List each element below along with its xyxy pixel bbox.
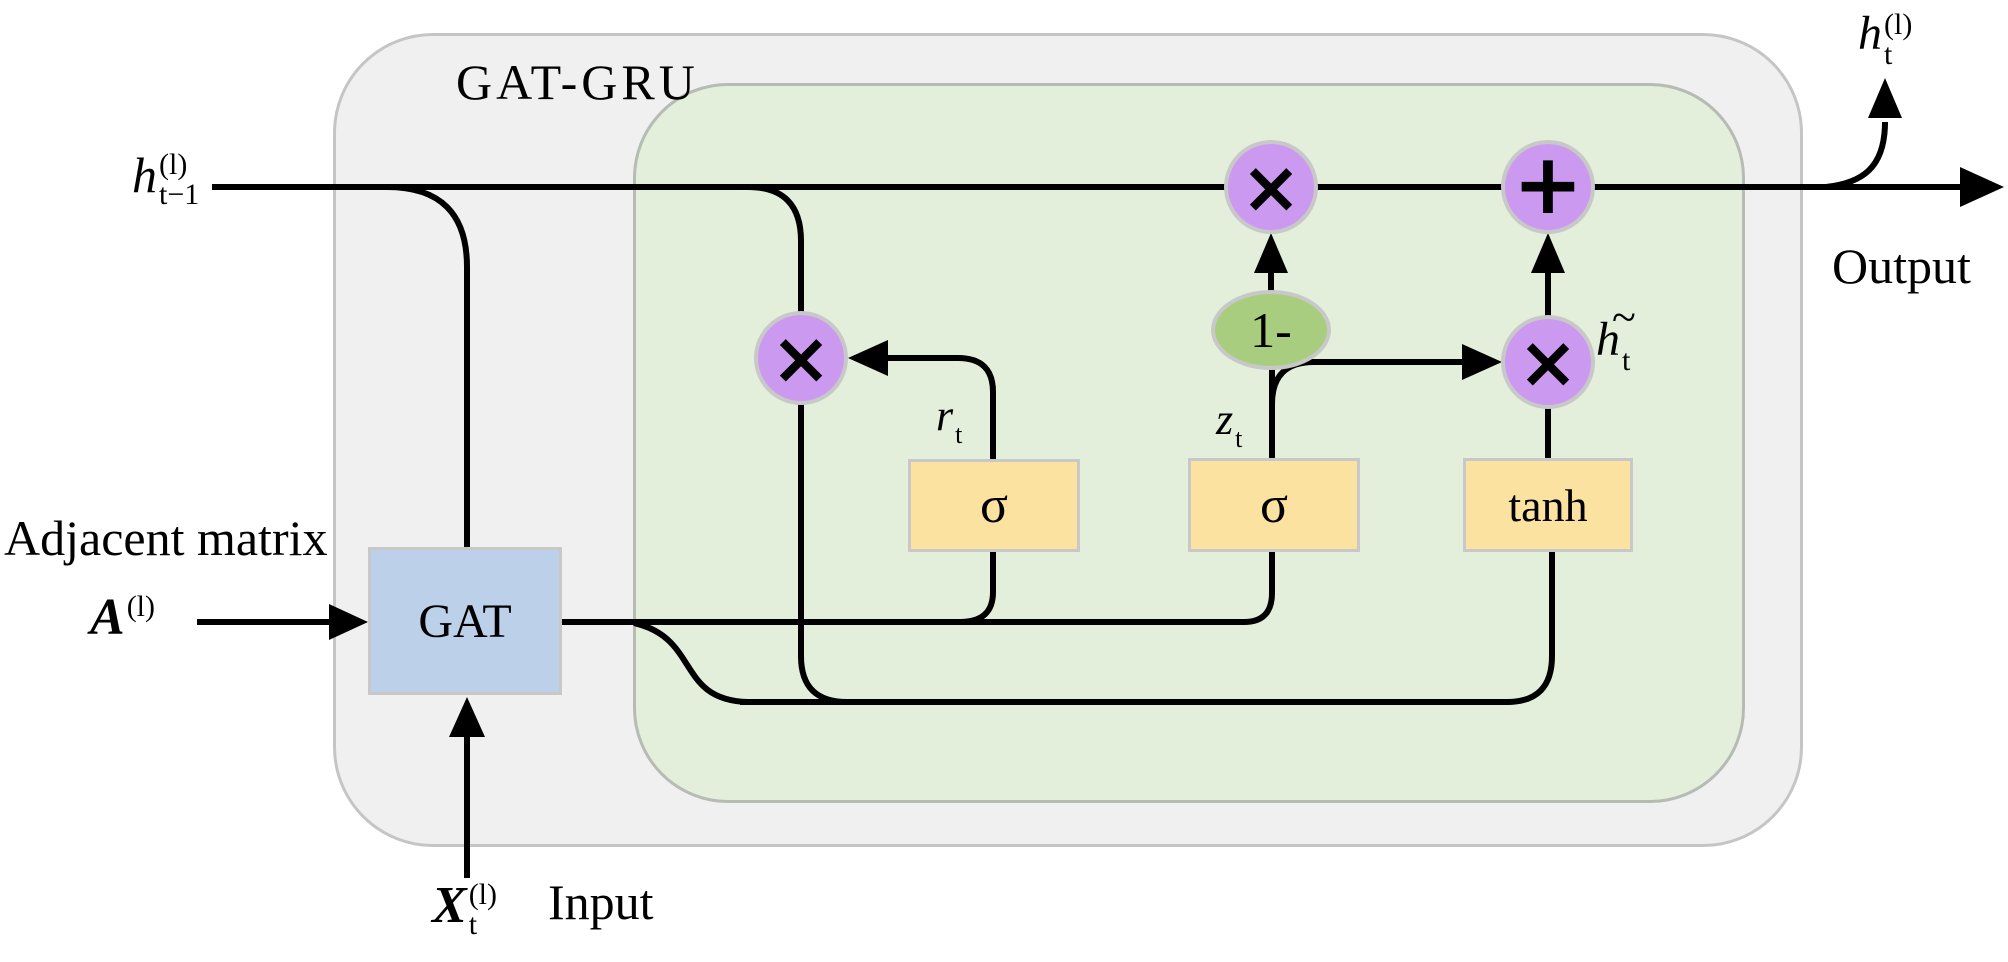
tanh-label: tanh <box>1508 479 1588 531</box>
one-minus-output <box>1254 233 1288 292</box>
adjacency-input-arrow <box>197 604 368 640</box>
output-branch <box>1825 78 1902 190</box>
multiply-icon: × <box>1240 145 1302 229</box>
h-out-base: h <box>1858 7 1882 60</box>
gat-to-reset-gate-branch <box>959 552 996 625</box>
hidden-state-line <box>212 167 2004 207</box>
reset-multiply-op: × <box>754 311 848 405</box>
x-arrowhead <box>449 697 485 737</box>
add-op: + <box>1501 135 1595 234</box>
input-label: Input <box>548 874 654 930</box>
multiply-icon: × <box>1517 320 1579 404</box>
update-gate-label: σ <box>1259 476 1289 534</box>
z-sub: t <box>1235 424 1243 453</box>
x-input-arrow <box>449 697 485 878</box>
tilde-accent: ~ <box>1612 293 1636 342</box>
one-minus-arrowhead <box>1254 233 1288 273</box>
r-base: r <box>936 391 954 440</box>
h-out-label: h (l) t <box>1858 10 1912 70</box>
gat-node: GAT <box>368 547 562 695</box>
branch-to-gat <box>386 184 470 547</box>
a-sup: (l) <box>126 590 156 623</box>
branch-to-mul1 <box>747 184 804 313</box>
mul3-arrowhead <box>1531 233 1565 273</box>
output-label: Output <box>1832 238 1971 294</box>
adjacent-matrix-label: Adjacent matrix <box>4 510 328 566</box>
gat-to-candidate-branch <box>633 620 749 705</box>
forget-multiply-op: × <box>1224 140 1318 234</box>
tanh-node: tanh <box>1463 458 1633 552</box>
reset-gate-output <box>848 340 996 459</box>
rt-line <box>854 355 996 459</box>
diagram-title: GAT-GRU <box>456 54 699 110</box>
candidate-multiply-op: × <box>1501 315 1595 409</box>
reset-gate-label: σ <box>979 477 1009 534</box>
candidate-input-line <box>740 552 1555 705</box>
x-input-symbol: X (l) t <box>432 880 497 940</box>
x-base: X <box>432 877 467 934</box>
adjacency-matrix-symbol: A (l) <box>90 592 155 644</box>
x-sub: t <box>468 908 478 941</box>
h-prev-label: h (l) t−1 <box>132 150 199 210</box>
plus-icon: + <box>1512 135 1584 233</box>
h-out-sup: (l) <box>1884 8 1913 41</box>
one-minus-op: 1- <box>1211 290 1331 370</box>
zt-arrowhead <box>1462 344 1502 380</box>
gat-output-line <box>562 552 1555 705</box>
h-out-sub: t <box>1884 38 1893 71</box>
main-h-line-arrowhead <box>1960 167 2004 207</box>
output-up-curve <box>1825 121 1888 190</box>
z-base: z <box>1216 395 1234 444</box>
output-arrowhead <box>1868 78 1902 118</box>
reset-gate-sigma-node: σ <box>908 459 1080 552</box>
h-prev-sub: t−1 <box>159 178 200 211</box>
zt-to-mul3-line <box>1269 359 1494 405</box>
h-tilde-base: h <box>1596 313 1620 366</box>
candidate-hidden-symbol: h~ t <box>1596 296 1636 377</box>
reset-gate-symbol: r t <box>936 394 962 448</box>
update-gate-sigma-node: σ <box>1188 458 1360 552</box>
h-prev-to-gat-branch <box>386 184 470 547</box>
gat-to-update-gate <box>562 552 1275 625</box>
update-gate-output <box>1269 344 1502 458</box>
h-tilde-sub: t <box>1622 344 1631 377</box>
a-arrowhead <box>329 604 368 640</box>
a-base: A <box>90 589 125 646</box>
mul1-output-down <box>798 403 848 705</box>
x-sup: (l) <box>468 878 498 911</box>
one-minus-label: 1- <box>1250 302 1292 358</box>
h-prev-base: h <box>132 147 157 203</box>
r-sub: t <box>955 420 963 449</box>
multiply-icon: × <box>770 316 832 400</box>
rt-arrowhead <box>848 340 888 376</box>
h-prev-sup: (l) <box>159 148 188 181</box>
gat-node-label: GAT <box>418 594 512 648</box>
update-gate-symbol: z t <box>1216 398 1242 452</box>
candidate-to-add <box>1531 233 1565 458</box>
